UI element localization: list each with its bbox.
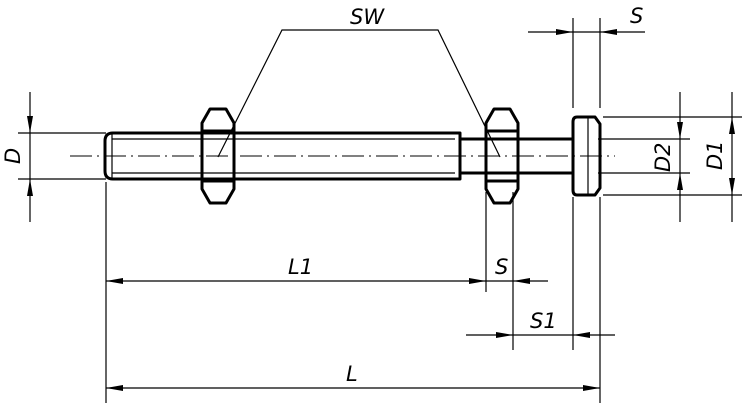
s-top-label: S (630, 4, 643, 28)
threaded-rod (103, 131, 462, 181)
l-dimension (106, 385, 600, 391)
d-label: D (1, 148, 25, 164)
extension-lines (105, 182, 601, 403)
l1-dimension (106, 278, 486, 284)
s-mid-dimension (486, 278, 548, 284)
l-label: L (346, 362, 358, 386)
d1-dimension (603, 92, 742, 222)
s1-label: S1 (530, 309, 557, 333)
d2-dimension (598, 92, 690, 222)
head-piece (571, 115, 602, 197)
d2-label: D2 (651, 142, 675, 172)
d1-label: D1 (703, 140, 727, 170)
sw-leader (217, 29, 501, 158)
l1-label: L1 (288, 255, 313, 279)
left-hex-nut (200, 107, 236, 205)
sw-label: SW (350, 5, 385, 29)
right-hex-nut (484, 107, 520, 205)
s1-dimension (466, 332, 615, 338)
d-dimension (18, 92, 106, 222)
s-mid-label: S (495, 255, 508, 279)
s-top-dimension (528, 18, 645, 108)
